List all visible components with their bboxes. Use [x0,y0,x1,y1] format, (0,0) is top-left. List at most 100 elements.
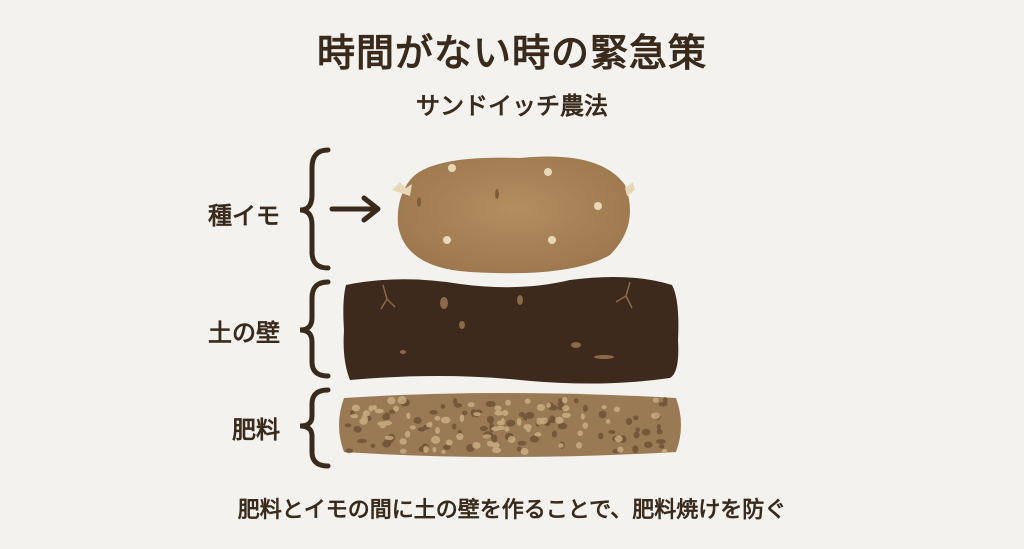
fertilizer-grain [516,446,522,452]
fertilizer-grain [662,396,668,404]
fertilizer-grain [494,405,502,411]
fertilizer-grain [658,402,668,407]
fertilizer-grain [440,416,451,424]
fertilizer-grain [580,413,585,420]
brace-seed-potato [299,147,331,271]
fertilizer-grain [406,412,411,420]
fertilizer-grain [536,404,546,411]
fertilizer-grain [524,398,531,404]
fertilizer-grain [384,435,394,440]
fertilizer-grain [656,439,666,444]
fertilizer-grain [399,438,407,445]
fertilizer-grain [382,440,392,448]
fertilizer-grain [443,444,451,450]
fertilizer-grain [423,445,429,453]
fertilizer-grain [426,422,431,428]
fertilizer-grain [543,417,548,423]
fertilizer-grain [562,396,568,404]
fertilizer-grain [429,410,438,415]
fertilizer-grain [417,427,426,432]
fertilizer-grain [418,446,425,452]
fertilizer-grain [523,424,532,430]
fertilizer-grain [551,430,557,438]
fertilizer-grain [496,420,504,426]
fertilizer-grain [397,396,407,405]
fertilizer-grain [644,441,653,449]
fertilizer-grain [501,410,509,417]
fertilizer-grain [434,416,441,421]
fertilizer-grain [435,427,440,434]
fertilizer-grain [517,440,527,446]
fertilizer-grain [372,404,377,411]
fertilizer-grain [525,411,535,419]
fertilizer-grain [557,401,565,407]
brace-fertilizer [299,387,331,469]
fertilizer-grain [459,414,465,423]
fertilizer-grain [482,434,492,439]
fertilizer-grain [582,422,588,429]
fertilizer-grain [377,421,386,426]
fertilizer-grain [357,438,367,444]
footer-caption: 肥料とイモの間に土の壁を作ることで、肥料焼けを防ぐ [237,498,787,523]
fertilizer-grain [573,398,579,404]
seed-potato-icon [392,156,635,274]
fertilizer-grain [555,416,564,424]
fertilizer-grain [576,442,583,449]
fertilizer-grain [491,434,498,443]
fertilizer-grain [445,439,453,446]
fertilizer-grain [432,447,437,453]
fertilizer-grain [605,419,611,424]
fertilizer-grain [562,405,570,412]
fertilizer-grain [661,449,668,454]
label-fertilizer: 肥料 [232,416,280,444]
fertilizer-grain [409,425,416,430]
fertilizer-grain [350,413,359,419]
fertilizer-grain [368,405,374,412]
fertilizer-grain [413,416,422,424]
fertilizer-grain [345,448,354,454]
fertilizer-grain [633,415,639,421]
fertilizer-grain [625,417,633,426]
fertilizer-grain [473,412,481,417]
fertilizer-grain [456,432,464,441]
fertilizer-grain [613,406,621,413]
fertilizer-grain [614,435,623,443]
fertilizer-grain [353,425,362,433]
fertilizer-grain [608,429,616,435]
label-soil-wall: 土の壁 [208,319,280,347]
page-subtitle: サンドイッチ農法 [416,92,608,120]
fertilizer-grain [454,403,463,408]
fertilizer-grain [656,429,663,435]
fertilizer-grain [393,405,399,412]
arrow-icon [329,195,381,223]
fertilizer-grain [534,432,542,437]
fertilizer-grain [558,443,564,448]
fertilizer-grain [505,399,511,406]
fertilizer-grain [344,423,352,428]
label-seed-potato: 種イモ [208,202,280,230]
fertilizer-grain [491,447,502,454]
fertilizer-grain [506,419,516,427]
fertilizer-grain [520,447,529,456]
fertilizer-grain [485,400,496,408]
fertilizer-grain [557,398,563,403]
fertilizer-grain [583,404,588,412]
fertilizer-grain [462,410,468,416]
soil-wall-icon [343,276,679,384]
fertilizer-grain [598,410,607,419]
fertilizer-grain [598,432,604,440]
fertilizer-grain [472,442,481,449]
fertilizer-grain [656,423,661,430]
fertilizer-grain [658,444,665,449]
fertilizer-grain [494,410,503,416]
fertilizer-grain [561,412,571,419]
fertilizer-grain [633,431,640,439]
fertilizer-grain [650,412,661,420]
fertilizer-grain [632,445,639,454]
fertilizer-grain [452,397,458,405]
fertilizer-grain [440,404,446,409]
fertilizer-grain [383,412,391,420]
fertilizer-grain [652,397,659,403]
fertilizer-grain [507,435,516,443]
